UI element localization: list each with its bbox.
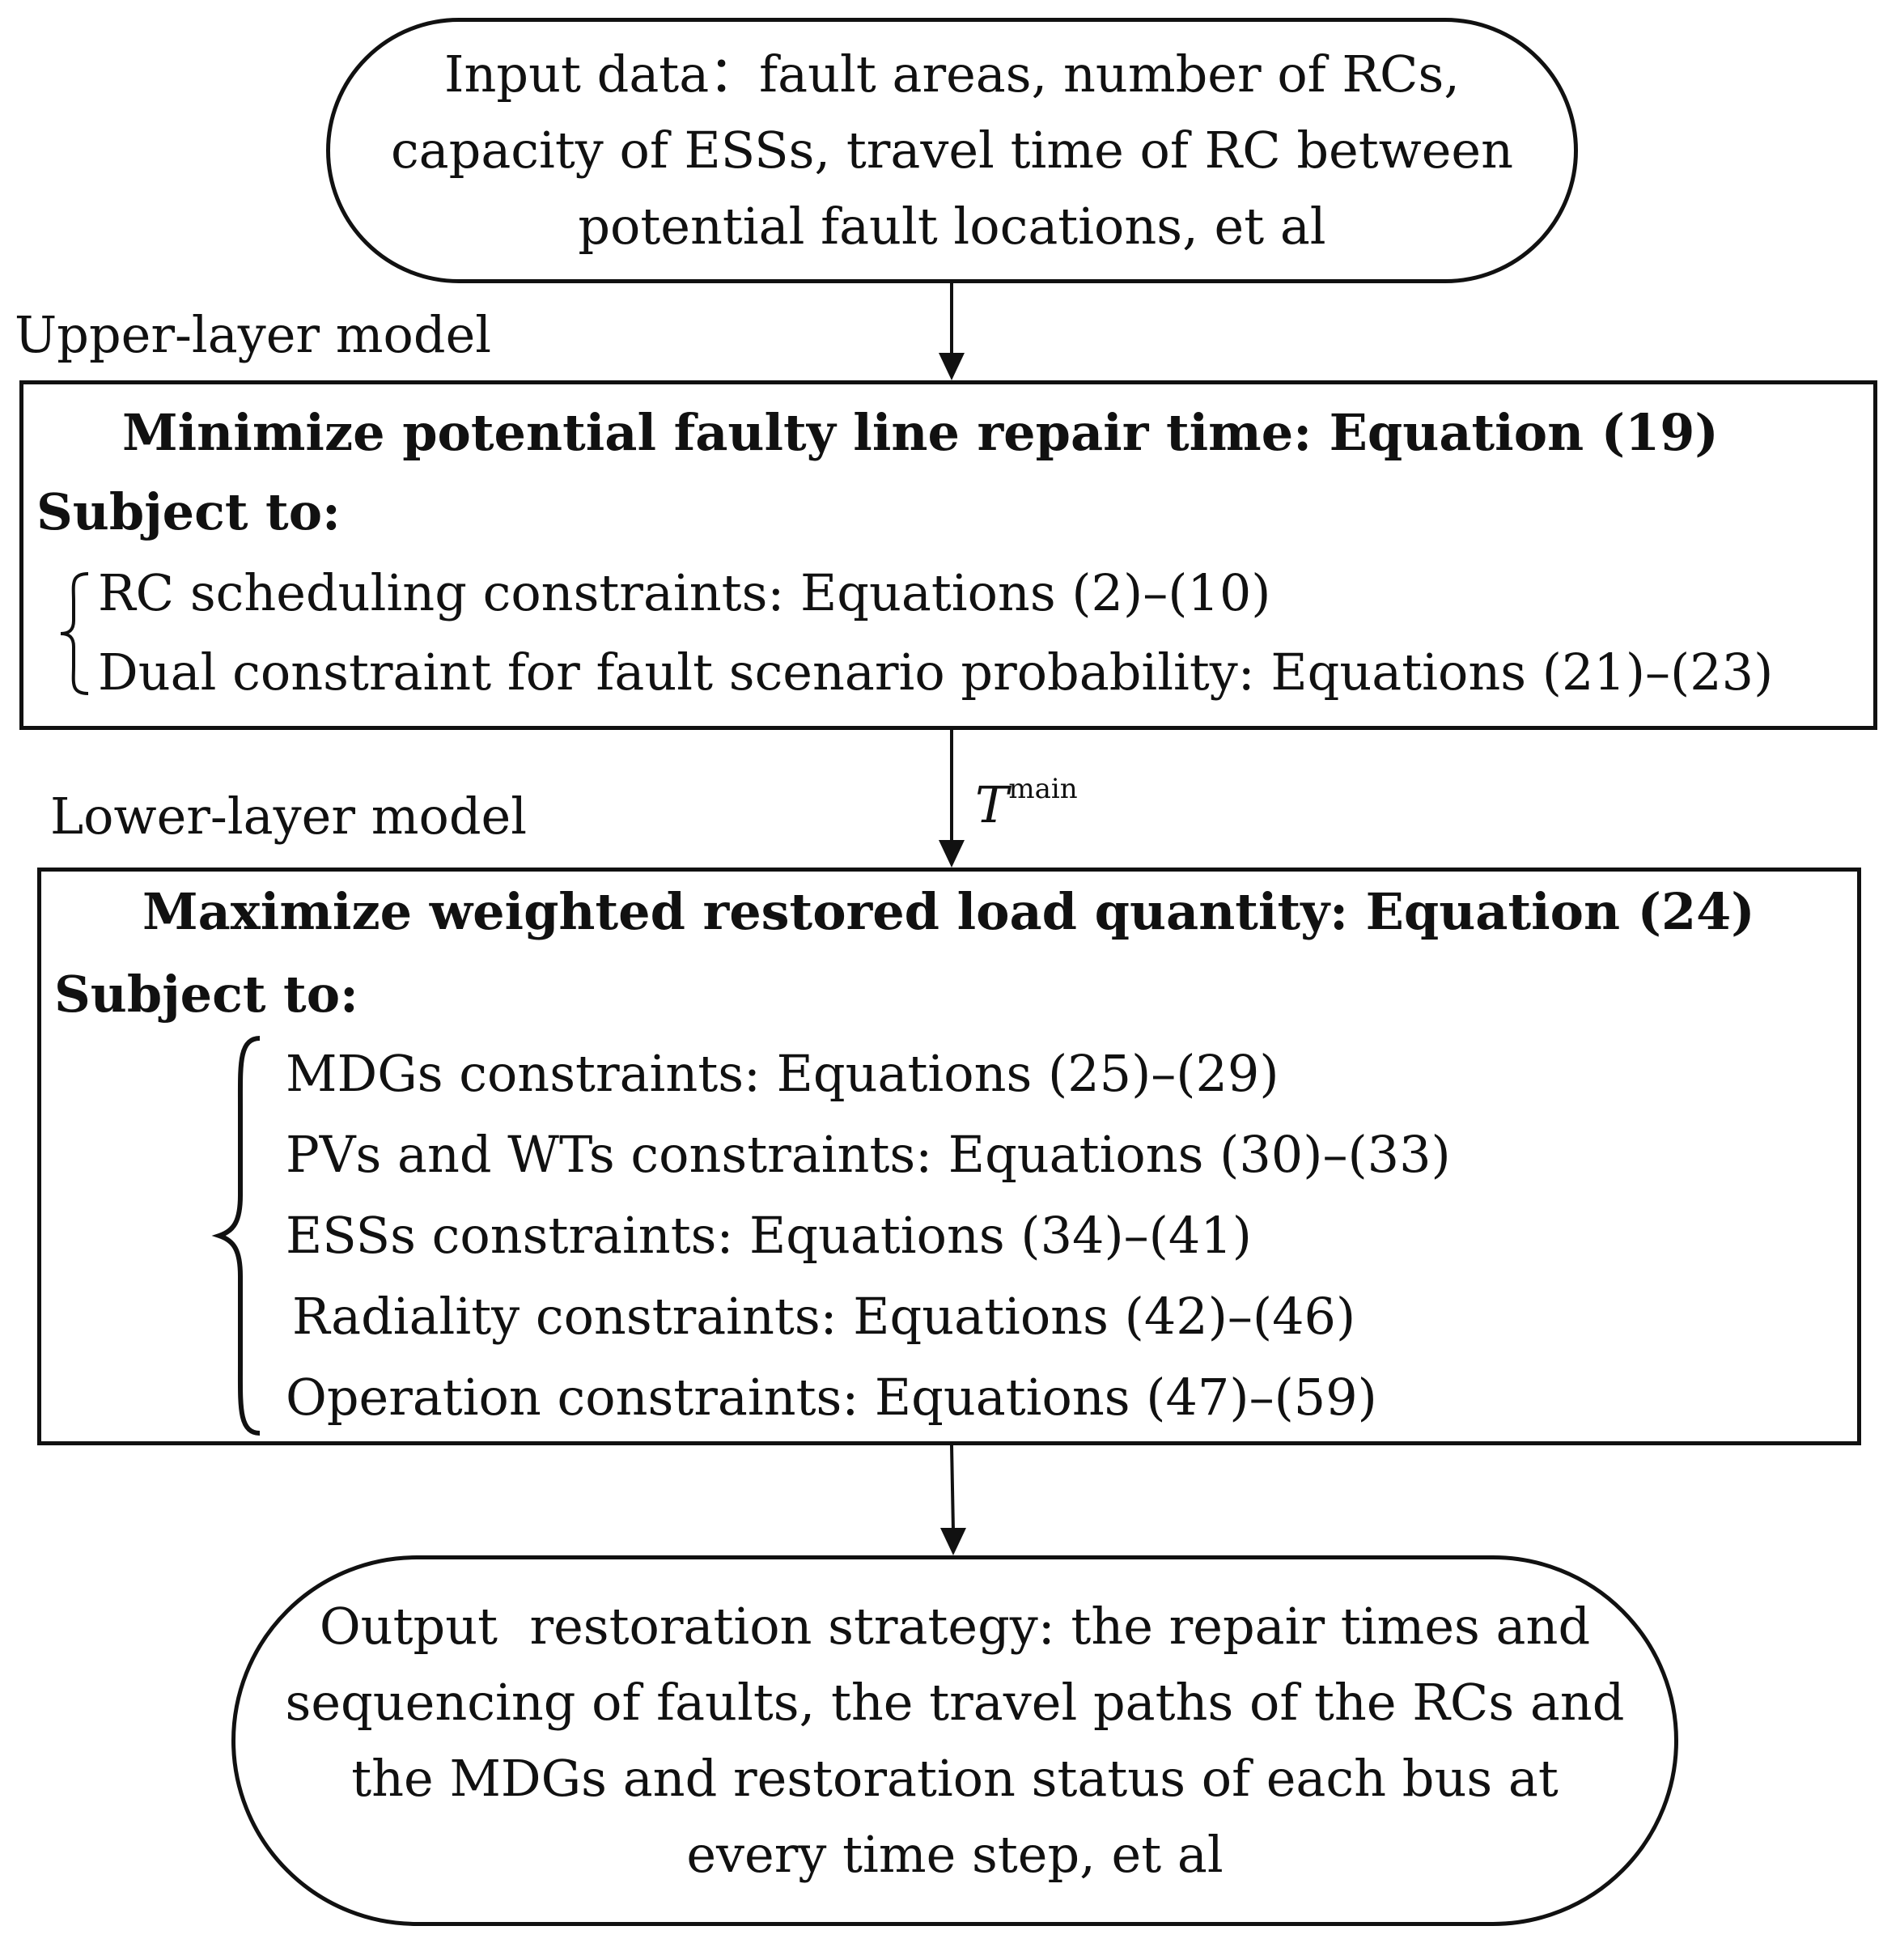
lower-brace xyxy=(211,1036,261,1436)
lower-constraint: MDGs constraints: Equations (25)–(29) xyxy=(286,1044,1279,1103)
lower-constraint: Operation constraints: Equations (47)–(5… xyxy=(286,1368,1377,1427)
end-terminal: Output restoration strategy: the repair … xyxy=(231,1555,1678,1926)
transfer-variable: T xyxy=(975,775,1009,834)
lower-constraint: Radiality constraints: Equations (42)–(4… xyxy=(292,1287,1356,1346)
start-text: Input data：fault areas, number of RCs, c… xyxy=(391,36,1513,265)
upper-layer-label: Upper-layer model xyxy=(15,305,492,364)
lower-subject-to: Subject to: xyxy=(54,965,358,1024)
end-line: sequencing of faults, the travel paths o… xyxy=(285,1673,1625,1732)
lower-layer-label: Lower-layer model xyxy=(50,787,528,846)
end-line: Output restoration strategy: the repair … xyxy=(319,1597,1591,1656)
upper-brace xyxy=(60,572,89,695)
end-line: every time step, et al xyxy=(686,1825,1224,1884)
arrow-lower-to-end xyxy=(940,1445,966,1555)
upper-layer-box: Minimize potential faulty line repair ti… xyxy=(19,380,1877,730)
lower-constraint: PVs and WTs constraints: Equations (30)–… xyxy=(286,1125,1451,1184)
start-line: potential fault locations, et al xyxy=(578,197,1326,256)
transfer-variable-label: Tmain xyxy=(975,761,1078,834)
lower-constraint: ESSs constraints: Equations (34)–(41) xyxy=(286,1206,1252,1265)
start-terminal: Input data：fault areas, number of RCs, c… xyxy=(326,18,1578,283)
lower-objective: Maximize weighted restored load quantity… xyxy=(142,882,1755,941)
end-text: Output restoration strategy: the repair … xyxy=(286,1589,1625,1893)
upper-subject-to: Subject to: xyxy=(36,482,341,541)
arrow-upper-to-lower xyxy=(939,730,965,868)
upper-constraint: Dual constraint for fault scenario proba… xyxy=(98,643,1774,702)
upper-objective: Minimize potential faulty line repair ti… xyxy=(122,403,1719,462)
upper-constraint: RC scheduling constraints: Equations (2)… xyxy=(98,563,1271,622)
transfer-variable-superscript: main xyxy=(1008,773,1078,805)
lower-layer-box: Maximize weighted restored load quantity… xyxy=(37,868,1861,1445)
start-line: Input data：fault areas, number of RCs, xyxy=(443,45,1460,104)
start-line: capacity of ESSs, travel time of RC betw… xyxy=(390,121,1514,180)
arrow-start-to-upper xyxy=(939,283,965,380)
end-line: the MDGs and restoration status of each … xyxy=(351,1749,1559,1808)
